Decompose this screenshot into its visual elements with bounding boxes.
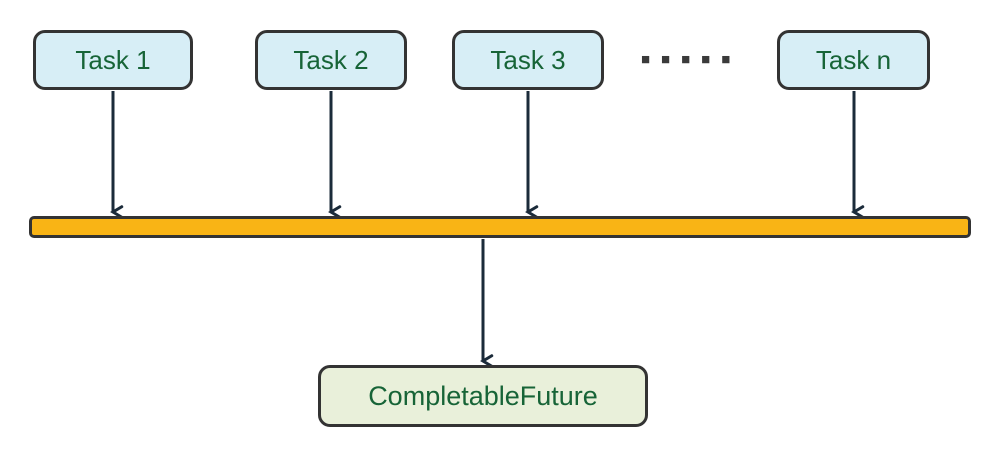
task-2-label: Task 2 bbox=[293, 44, 369, 75]
completable-future-label: CompletableFuture bbox=[368, 380, 598, 411]
task-n-label: Task n bbox=[815, 44, 892, 75]
task-1-label: Task 1 bbox=[75, 44, 151, 75]
ellipsis-dots-icon: ■■■■■ bbox=[641, 50, 742, 68]
completable-future-node: CompletableFuture bbox=[318, 365, 648, 427]
task-2-node: Task 2 bbox=[255, 30, 407, 90]
task-n-node: Task n bbox=[777, 30, 930, 90]
executor-bar bbox=[29, 216, 971, 238]
task-1-node: Task 1 bbox=[33, 30, 193, 90]
task-3-label: Task 3 bbox=[490, 44, 566, 75]
task-3-node: Task 3 bbox=[452, 30, 604, 90]
